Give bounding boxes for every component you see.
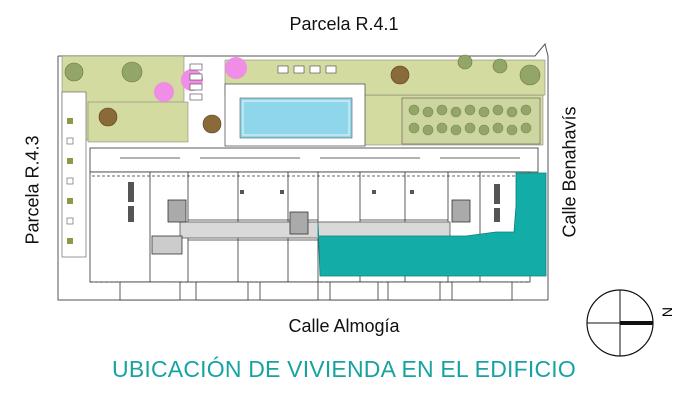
- north-letter: N: [659, 306, 676, 318]
- south-street-label: Calle Almogía: [288, 316, 400, 336]
- unit-fixtures: [128, 182, 500, 222]
- north-arrow: [620, 321, 653, 325]
- pool: [224, 83, 366, 147]
- sun-loungers: [189, 63, 337, 101]
- highlighted-dwelling: [317, 172, 547, 277]
- building: [89, 147, 539, 301]
- pergola-area: [401, 97, 541, 145]
- compass: [586, 289, 654, 357]
- west-strip: [61, 91, 87, 258]
- north-parcel-label: Parcela R.4.1: [289, 14, 399, 34]
- plan-caption: UBICACIÓN DE VIVIENDA EN EL EDIFICIO: [112, 356, 576, 382]
